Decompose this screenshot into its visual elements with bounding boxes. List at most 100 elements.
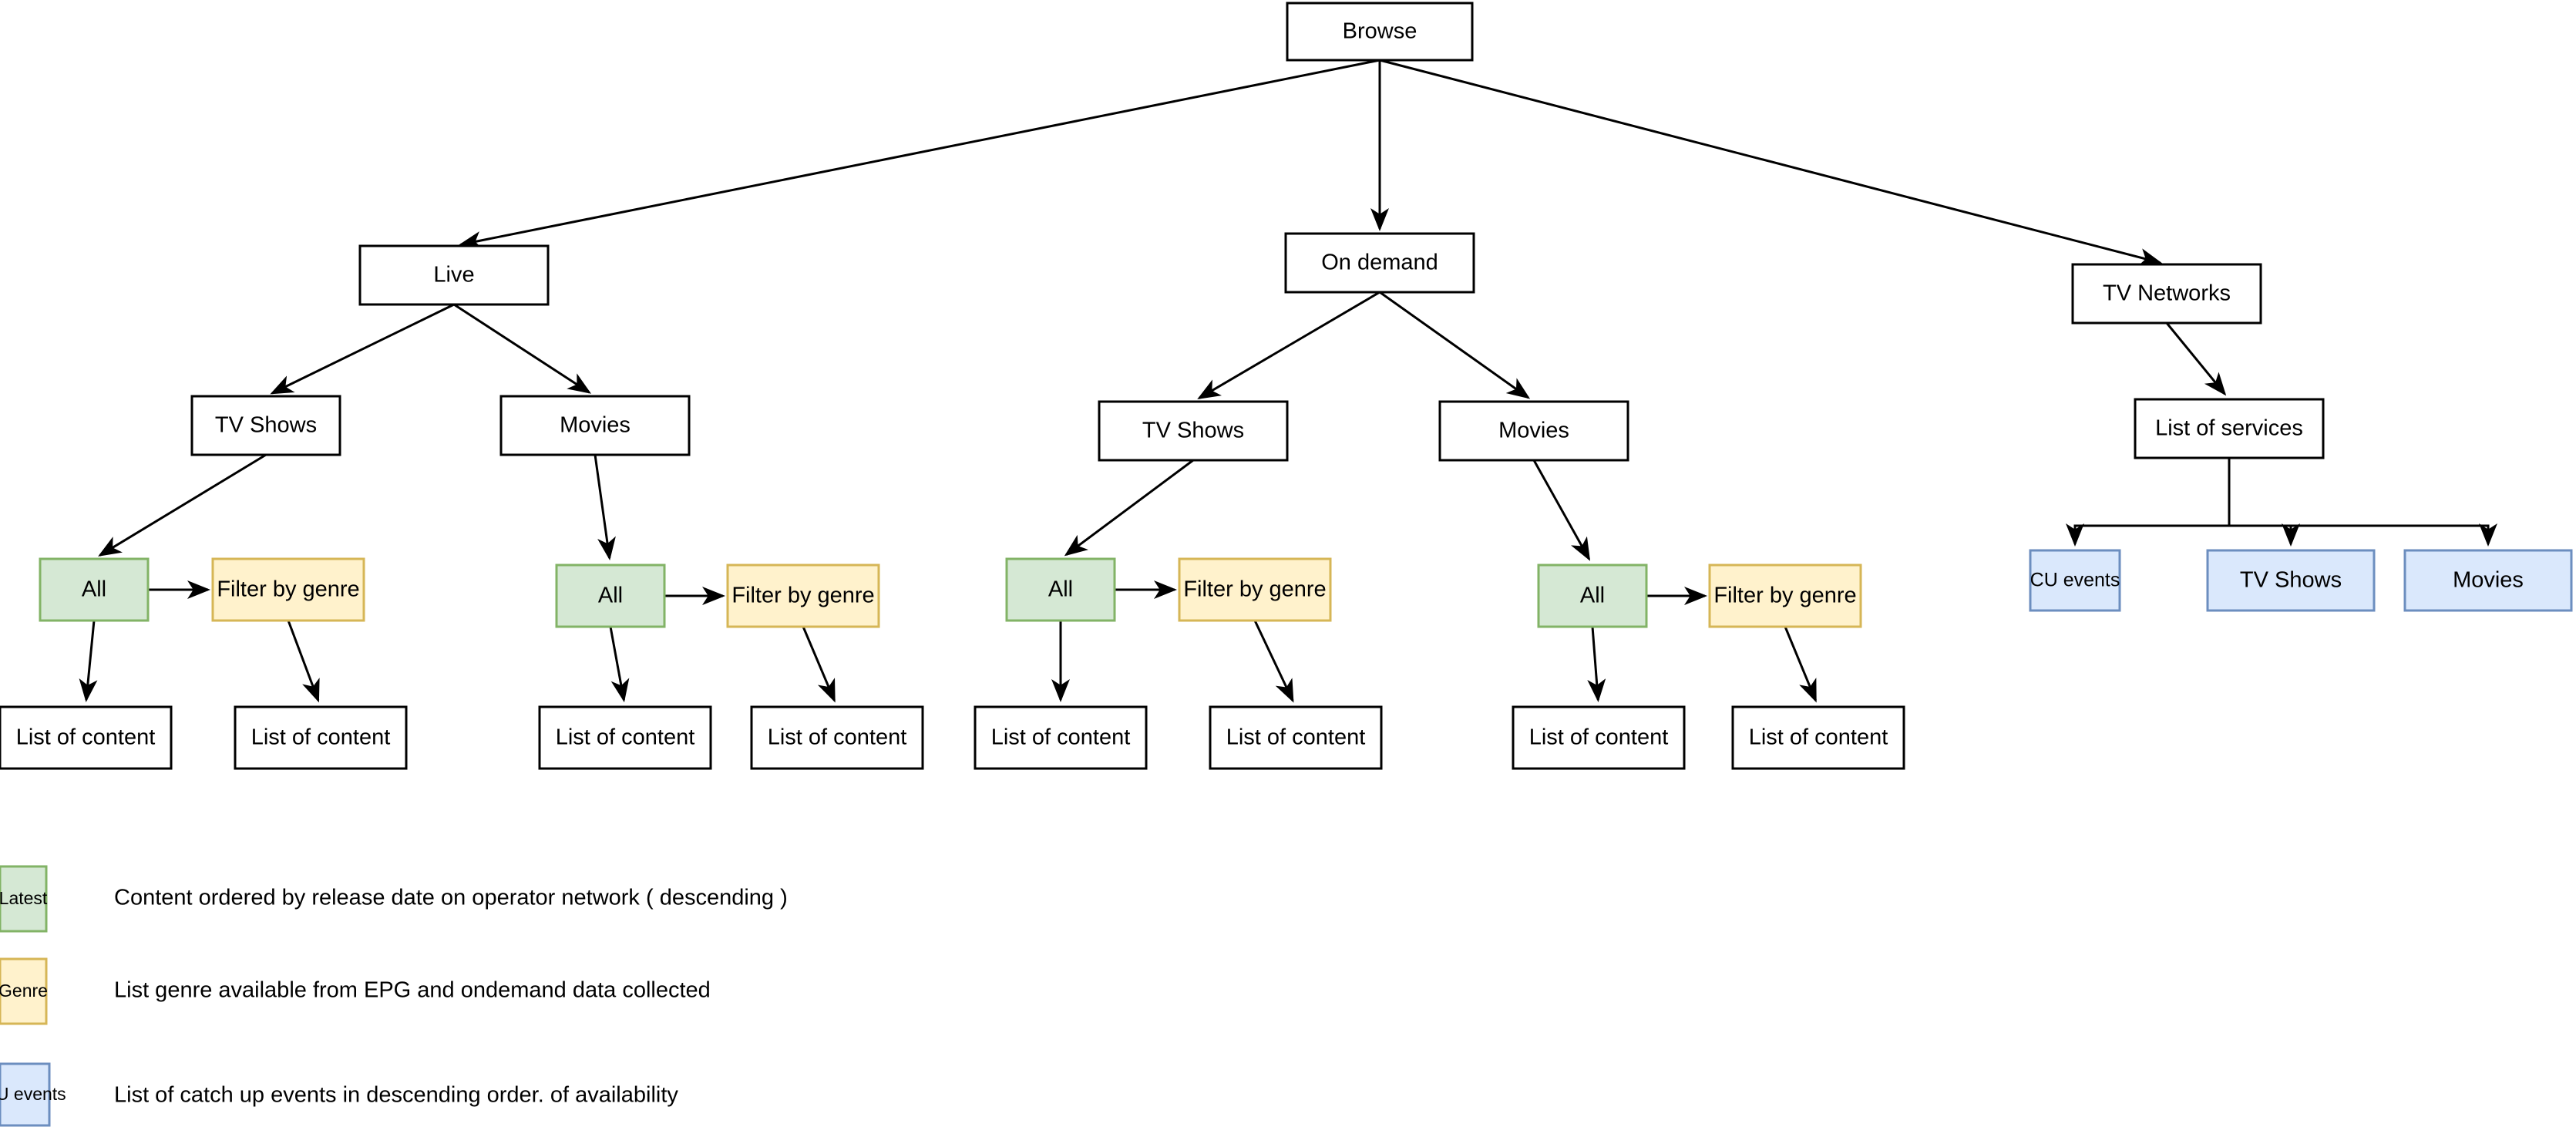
node-box-od-tv[interactable]	[1098, 400, 1289, 462]
node-label-od-tv-all: All	[1048, 577, 1073, 602]
edge-live-mv-all-to-lc3	[609, 626, 630, 703]
edge-od-tv-genre-to-lc6	[1253, 620, 1294, 703]
node-box-ondemand[interactable]	[1284, 232, 1475, 294]
node-live[interactable]: Live	[358, 244, 550, 306]
node-od-mv-genre[interactable]: Filter by genre	[1708, 564, 1862, 628]
node-box-lc6[interactable]	[1209, 705, 1383, 770]
edge-od-movies-to-od-mv-all	[1532, 459, 1591, 561]
node-box-live-mv-genre[interactable]	[726, 564, 880, 628]
node-box-lc2[interactable]	[234, 705, 408, 770]
node-box-live-tv[interactable]	[190, 395, 341, 456]
node-label-lc7: List of content	[1529, 725, 1669, 750]
node-label-services: List of services	[2155, 416, 2303, 441]
node-box-od-mv-genre[interactable]	[1708, 564, 1862, 628]
node-box-lc3[interactable]	[538, 705, 712, 770]
legend-swatch-latest	[0, 865, 48, 933]
node-lc6[interactable]: List of content	[1209, 705, 1383, 770]
node-live-mv-genre[interactable]: Filter by genre	[726, 564, 880, 628]
legend-swatch-cu-events	[0, 1062, 51, 1127]
edge-od-tv-to-od-tv-all	[1064, 459, 1194, 557]
node-box-browse[interactable]	[1286, 2, 1474, 62]
edge-tvnetworks-to-services	[2165, 322, 2227, 396]
node-box-lc1[interactable]	[0, 705, 173, 770]
node-box-lc8[interactable]	[1731, 705, 1905, 770]
node-od-tv[interactable]: TV Shows	[1098, 400, 1289, 462]
node-box-live[interactable]	[358, 244, 550, 306]
node-net-mv[interactable]: Movies	[2403, 549, 2573, 612]
node-label-live-tv-genre: Filter by genre	[217, 577, 359, 602]
node-live-mv-all[interactable]: All	[555, 564, 666, 628]
node-tvnetworks[interactable]: TV Networks	[2071, 263, 2262, 325]
node-live-tv-all[interactable]: All	[39, 557, 150, 622]
legend-description-cu-events: List of catch up events in descending or…	[114, 1083, 678, 1108]
edge-browse-to-live	[458, 59, 1380, 250]
node-lc3[interactable]: List of content	[538, 705, 712, 770]
node-box-od-tv-genre[interactable]	[1178, 557, 1332, 622]
node-lc7[interactable]: List of content	[1512, 705, 1686, 770]
node-label-net-tv: TV Shows	[2240, 568, 2342, 593]
node-box-cu-events[interactable]	[2029, 549, 2121, 612]
node-lc8[interactable]: List of content	[1731, 705, 1905, 770]
edge-od-mv-all-to-lc7	[1587, 626, 1606, 703]
node-label-lc5: List of content	[991, 725, 1131, 750]
edge-live-to-live-movies	[453, 303, 591, 394]
edge-live-to-live-tv	[270, 303, 455, 395]
node-label-ondemand: On demand	[1321, 251, 1438, 275]
node-box-live-movies[interactable]	[499, 395, 691, 456]
node-net-tv[interactable]: TV Shows	[2206, 549, 2376, 612]
node-label-lc8: List of content	[1749, 725, 1888, 750]
node-browse[interactable]: Browse	[1286, 2, 1474, 62]
edge-ondemand-to-od-tv	[1197, 291, 1380, 399]
node-box-lc5[interactable]	[974, 705, 1148, 770]
node-box-services[interactable]	[2134, 398, 2325, 459]
node-label-live-mv-genre: Filter by genre	[731, 584, 874, 608]
node-live-tv-genre[interactable]: Filter by genre	[211, 557, 365, 622]
node-lc1[interactable]: List of content	[0, 705, 173, 770]
node-od-tv-all[interactable]: All	[1005, 557, 1116, 622]
node-box-lc7[interactable]	[1512, 705, 1686, 770]
node-label-net-mv: Movies	[2453, 568, 2524, 593]
edge-services-to-cu-events	[2066, 458, 2231, 547]
node-od-tv-genre[interactable]: Filter by genre	[1178, 557, 1332, 622]
node-live-tv[interactable]: TV Shows	[190, 395, 341, 456]
node-label-live-tv: TV Shows	[215, 413, 317, 438]
legend-description-latest: Content ordered by release date on opera…	[114, 886, 788, 910]
node-label-od-mv-all: All	[1580, 584, 1605, 608]
node-od-movies[interactable]: Movies	[1438, 400, 1629, 462]
node-box-tvnetworks[interactable]	[2071, 263, 2262, 325]
node-box-od-tv-all[interactable]	[1005, 557, 1116, 622]
node-box-lc4[interactable]	[750, 705, 924, 770]
node-box-od-movies[interactable]	[1438, 400, 1629, 462]
node-box-od-mv-all[interactable]	[1537, 564, 1648, 628]
edge-layer	[79, 59, 2497, 703]
node-box-live-tv-genre[interactable]	[211, 557, 365, 622]
node-od-mv-all[interactable]: All	[1537, 564, 1648, 628]
legend-description-genre: List genre available from EPG and ondema…	[114, 978, 711, 1003]
edge-od-mv-genre-to-lc8	[1784, 626, 1817, 703]
node-label-lc1: List of content	[16, 725, 156, 750]
node-label-lc2: List of content	[251, 725, 391, 750]
node-lc2[interactable]: List of content	[234, 705, 408, 770]
node-box-live-tv-all[interactable]	[39, 557, 150, 622]
legend-swatch-genre	[0, 957, 48, 1025]
node-label-lc6: List of content	[1226, 725, 1366, 750]
node-lc4[interactable]: List of content	[750, 705, 924, 770]
node-services[interactable]: List of services	[2134, 398, 2325, 459]
edge-live-tv-to-live-tv-all	[98, 453, 267, 557]
node-box-live-mv-all[interactable]	[555, 564, 666, 628]
node-label-tvnetworks: TV Networks	[2103, 281, 2231, 306]
node-lc5[interactable]: List of content	[974, 705, 1148, 770]
node-box-net-tv[interactable]	[2206, 549, 2376, 612]
node-cu-events[interactable]: CU events	[2029, 549, 2121, 612]
node-ondemand[interactable]: On demand	[1284, 232, 1475, 294]
node-label-live: Live	[433, 263, 474, 288]
node-box-net-mv[interactable]	[2403, 549, 2573, 612]
node-live-movies[interactable]: Movies	[499, 395, 691, 456]
edge-live-mv-genre-to-lc4	[802, 626, 836, 703]
node-label-lc3: List of content	[556, 725, 695, 750]
